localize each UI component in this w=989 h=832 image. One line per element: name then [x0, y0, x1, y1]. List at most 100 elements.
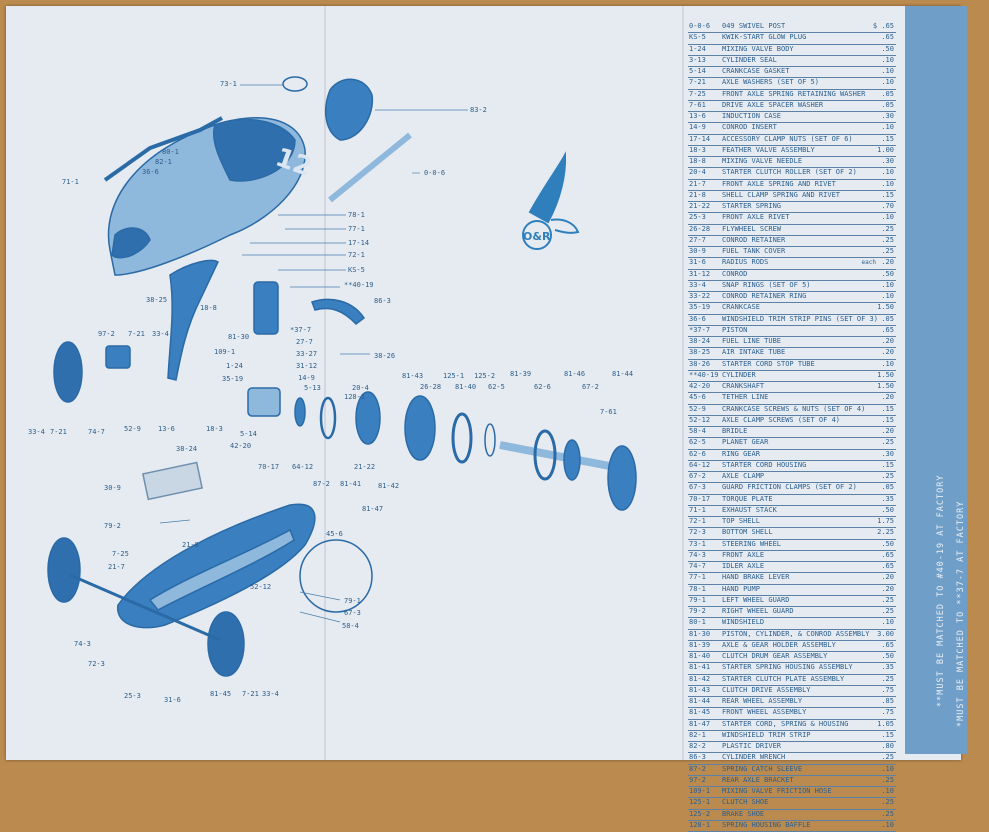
callout-38-26: 38-26	[374, 352, 396, 360]
part-price: .15	[881, 415, 894, 424]
callout-20-4: 20-4	[352, 384, 369, 392]
callout-81-43: 81-43	[402, 372, 424, 380]
callout-97-2: 97-2	[98, 330, 115, 338]
part-price: .50	[881, 539, 894, 548]
part-name: DRIVE AXLE SPACER WASHER	[722, 100, 824, 109]
callout-18-3: 18-3	[206, 425, 223, 433]
callout-79-2: 79-2	[104, 522, 121, 530]
part-number: 38-25	[689, 348, 711, 357]
part-number: 14-9	[689, 123, 706, 132]
part-number: 62-6	[689, 449, 706, 458]
part-price: .10	[881, 618, 894, 627]
axle-gear-holder	[563, 439, 581, 481]
part-name: INDUCTION CASE	[722, 112, 782, 120]
part-price: .10	[881, 820, 894, 829]
part-price: .25	[881, 595, 894, 604]
rear-wheel-right	[607, 445, 637, 511]
part-name: PLANET GEAR	[722, 438, 769, 447]
callout-125-2: 125-2	[474, 372, 496, 380]
ring-gear	[533, 429, 557, 481]
part-price: .10	[881, 292, 894, 300]
blue-margin-strip	[905, 6, 967, 754]
part-price: .70	[881, 202, 894, 210]
part-number: 73-1	[689, 539, 706, 548]
callout-58-4: 58-4	[342, 622, 359, 630]
callout-36-6: 36-6	[142, 168, 159, 176]
part-name: BRIDLE	[722, 427, 748, 435]
part-name: AXLE WASHERS (SET OF 5)	[722, 78, 819, 87]
brake-shoe	[484, 423, 496, 457]
part-number: KS-5	[689, 33, 706, 42]
part-price: .25	[881, 775, 894, 784]
part-price: .25	[881, 224, 894, 233]
part-price: 2.25	[877, 528, 894, 537]
callout-87-2: 87-2	[313, 480, 330, 488]
part-name: CONROD	[722, 269, 748, 278]
callout-33-4b: 33-4	[28, 428, 45, 436]
part-name: WINDSHIELD TRIM STRIP PINS (SET OF 3)	[722, 314, 878, 323]
part-64-12	[294, 397, 306, 427]
callout-26-28: 26-28	[420, 383, 442, 391]
part-number: 125-2	[689, 809, 711, 818]
part-number: 125-1	[689, 798, 711, 807]
part-name: EXHAUST STACK	[722, 505, 777, 514]
part-name: KWIK-START GLOW PLUG	[722, 33, 807, 42]
callout-72-1: 72-1	[348, 251, 365, 259]
part-number: 30-9	[689, 247, 706, 255]
callout-18-8: 18-8	[200, 304, 217, 312]
part-name: CONROD RETAINER RING	[722, 292, 807, 300]
part-price: .20	[881, 337, 894, 345]
drive-axle	[499, 441, 621, 472]
callout-7-61: 7-61	[600, 408, 617, 416]
part-price: 1.50	[877, 382, 894, 390]
part-name: STARTER CORD HOUSING	[722, 460, 807, 469]
callout-71-1: 71-1	[62, 178, 79, 186]
part-price: .10	[881, 67, 894, 75]
part-number: 27-7	[689, 235, 706, 244]
part-21-22	[319, 396, 337, 440]
part-price: .20	[881, 584, 894, 593]
callout-7-21b: 7-21	[50, 428, 67, 436]
callout-62-6: 62-6	[534, 383, 551, 391]
part-number: 81-39	[689, 640, 711, 649]
air-intake-tube	[167, 259, 219, 381]
callout-21-7: 21-7	[108, 563, 125, 571]
callout-17-14: 17-14	[348, 239, 370, 247]
callout-38-25: 38-25	[146, 296, 168, 304]
rear-wheel-left	[53, 341, 83, 403]
part-name: STARTER CLUTCH PLATE ASSEMBLY	[722, 674, 845, 683]
part-name: CLUTCH DRIVE ASSEMBLY	[722, 685, 811, 694]
callout-73-1: 73-1	[220, 80, 237, 88]
part-price: .75	[881, 708, 894, 717]
front-wheel-right	[207, 611, 245, 677]
part-name: MIXING VALVE FRICTION HOSE	[722, 787, 832, 795]
callout-37-7: *37-7	[290, 326, 312, 334]
cylinder-wrench	[311, 298, 366, 326]
callout-5-14: 5-14	[240, 430, 257, 438]
callout-83-2: 83-2	[470, 106, 487, 114]
part-price: .10	[881, 764, 894, 773]
part-price: .10	[881, 78, 894, 87]
part-price: .65	[881, 550, 894, 559]
callout-78-1: 78-1	[348, 211, 365, 219]
part-name: TOP SHELL	[722, 517, 760, 525]
